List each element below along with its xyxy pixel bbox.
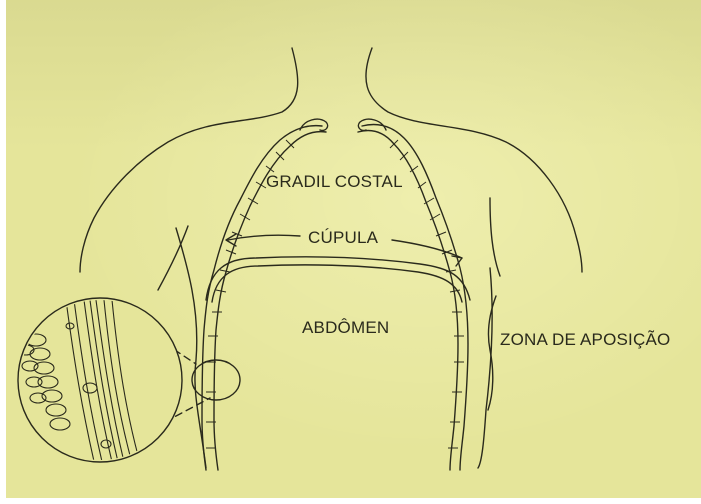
diaphragm-dome-outer (206, 257, 470, 300)
body-outline-right (366, 48, 582, 272)
diaphragm-dome-inner (212, 265, 462, 302)
dome-arrow-right (392, 240, 462, 258)
magnifier-target (192, 360, 240, 400)
abdomen-label: ABDÔMEN (302, 318, 389, 338)
body-outline-left (80, 48, 298, 272)
arm-line-right (490, 198, 500, 276)
arm-line-left (158, 226, 188, 290)
clavicle-left (300, 119, 328, 130)
apposition-zone-label: ZONA DE APOSIÇÃO (500, 330, 670, 350)
torso-side-right-outer (478, 268, 492, 468)
dome-arrow-right-head (452, 256, 462, 266)
magnifier-lens (18, 298, 182, 462)
dome-arrow-left (228, 235, 300, 240)
dome-label: CÚPULA (308, 228, 378, 248)
torso-side-left-outer (176, 228, 206, 468)
rib-cage-label: GRADIL COSTAL (266, 172, 403, 192)
